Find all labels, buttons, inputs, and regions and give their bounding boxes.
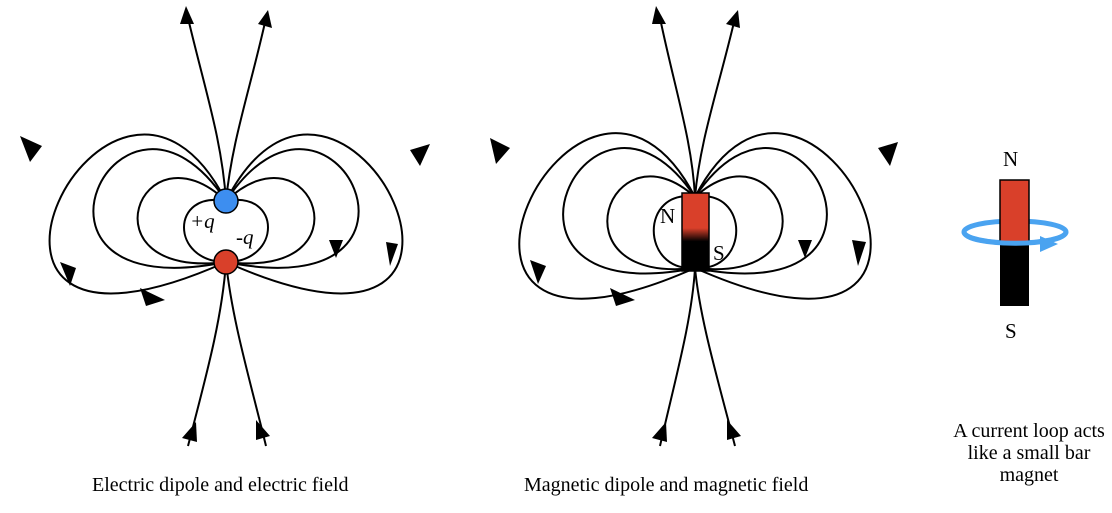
field-line — [694, 267, 736, 447]
arrowhead — [727, 420, 741, 440]
field-line — [136, 177, 227, 265]
arrowhead — [490, 138, 510, 164]
loop-magnet-north — [999, 179, 1030, 245]
field-line — [659, 17, 696, 198]
field-line — [694, 195, 738, 270]
loop-north-label: N — [1003, 147, 1018, 171]
magnetic-dipole-diagram — [518, 17, 872, 447]
field-line — [187, 261, 227, 447]
arrowhead — [180, 6, 194, 24]
arrowhead — [256, 420, 270, 440]
arrowhead — [798, 240, 812, 258]
arrowhead — [530, 260, 546, 284]
field-line — [606, 175, 696, 271]
note-line: magnet — [999, 464, 1059, 486]
negative-charge-label: -q — [236, 225, 254, 249]
magnetic-arrowheads — [490, 6, 898, 442]
field-line — [225, 198, 269, 263]
arrowhead — [410, 144, 430, 166]
arrowhead — [652, 6, 666, 24]
electric-dipole-caption: Electric dipole and electric field — [92, 474, 349, 496]
current-loop-magnet — [961, 179, 1069, 306]
field-line — [659, 267, 696, 447]
field-line — [518, 132, 696, 300]
field-line — [652, 195, 696, 270]
arrowhead — [60, 262, 76, 286]
arrowhead — [878, 142, 898, 166]
field-line — [225, 133, 404, 295]
positive-charge — [213, 188, 239, 214]
field-line — [48, 133, 227, 295]
magnetic-dipole-caption: Magnetic dipole and magnetic field — [524, 474, 809, 496]
field-line — [694, 17, 736, 198]
field-line — [183, 198, 227, 263]
bar-magnet — [681, 192, 710, 272]
arrowhead — [258, 10, 272, 28]
arrowhead — [610, 288, 635, 306]
arrowhead — [140, 288, 165, 306]
field-line — [92, 148, 227, 269]
field-line — [694, 147, 828, 275]
arrowhead — [329, 240, 343, 258]
arrowhead — [726, 10, 740, 28]
current-loop-front — [961, 230, 1069, 246]
note-line: like a small bar — [967, 442, 1091, 464]
field-line — [187, 17, 227, 202]
electric-dipole-diagram — [48, 17, 404, 447]
arrowhead — [386, 242, 398, 266]
arrowhead — [182, 422, 197, 442]
arrowhead — [852, 240, 866, 266]
field-line — [225, 261, 267, 447]
positive-charge-label: +q — [190, 209, 215, 233]
field-line — [225, 148, 360, 269]
note-line: A current loop acts — [953, 420, 1105, 442]
field-line — [694, 175, 784, 271]
magnet-south-label: S — [713, 241, 725, 265]
field-line — [694, 132, 872, 300]
current-loop-note: A current loop acts like a small bar mag… — [946, 420, 1112, 486]
field-line — [225, 17, 267, 202]
field-line — [225, 177, 316, 265]
field-line — [562, 147, 696, 275]
arrowhead — [652, 422, 667, 442]
magnet-north-label: N — [660, 204, 675, 228]
arrowhead — [20, 136, 42, 162]
loop-south-label: S — [1005, 319, 1017, 343]
current-direction-arrow — [1040, 236, 1058, 252]
electric-arrowheads — [20, 6, 430, 442]
negative-charge — [213, 249, 239, 275]
loop-magnet-south — [1000, 244, 1029, 306]
